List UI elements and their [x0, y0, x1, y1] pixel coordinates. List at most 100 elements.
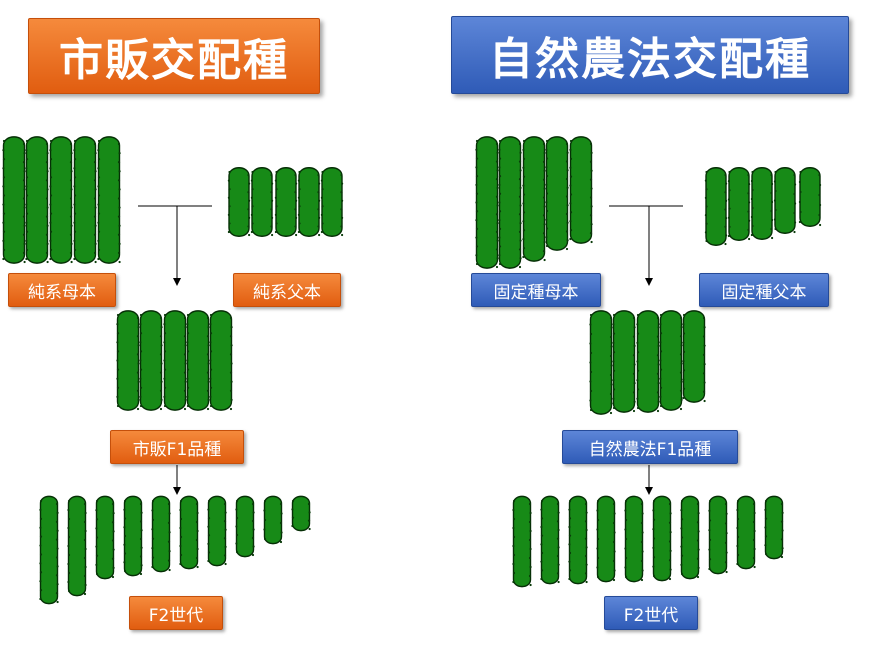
cucumber-spine — [584, 572, 588, 575]
cucumber-spine — [2, 230, 6, 233]
cross-connector-lines — [138, 205, 212, 495]
cucumber-spine — [697, 512, 700, 515]
cucumber-body — [596, 495, 616, 583]
cucumber-spine — [641, 531, 644, 534]
cucumber-spine — [151, 499, 155, 503]
cucumber-spine — [321, 205, 324, 208]
cucumber-spine — [207, 508, 210, 511]
cucumber-spine — [118, 260, 121, 264]
father-cucumber — [773, 167, 797, 234]
cucumber-spine — [168, 512, 171, 515]
cucumber-spine — [163, 341, 166, 344]
cucumber-spine — [512, 517, 516, 521]
cucumber-spine — [566, 151, 569, 154]
cucumber-spine — [97, 239, 100, 242]
cucumber-spine — [207, 534, 211, 537]
cucumber-spine — [636, 323, 639, 326]
cucumber-spine — [522, 175, 526, 178]
f1-cucumber — [209, 310, 233, 411]
cucumber-spine — [251, 519, 255, 523]
cucumber-spine — [819, 223, 822, 227]
cucumber-spine — [73, 176, 77, 179]
cucumber-spine — [25, 203, 28, 206]
cucumber-spine — [528, 502, 532, 506]
cucumber-spine — [252, 528, 255, 531]
cucumber-spine — [633, 400, 636, 403]
cucumber-spine — [708, 529, 711, 532]
cucumber-spine — [682, 369, 686, 372]
cucumber-spine — [95, 527, 98, 530]
cucumber-spine — [298, 205, 301, 208]
label-father-line: 純系父本 — [233, 273, 341, 307]
cucumber-spine — [116, 323, 119, 326]
cucumber-spine — [556, 520, 560, 523]
cucumber-spine — [39, 544, 42, 547]
cucumber-body — [139, 310, 163, 411]
cucumber-spine — [612, 379, 615, 382]
f2-cucumber — [540, 495, 560, 585]
cucumber-spine — [70, 242, 73, 245]
cucumber-spine — [612, 578, 616, 582]
f1-cucumber — [612, 310, 636, 413]
cucumber-spine — [263, 518, 267, 522]
cucumber-spine — [703, 344, 706, 347]
cucumber-spine — [545, 148, 548, 151]
cucumber-spine — [67, 544, 70, 548]
cucumber-spine — [307, 502, 311, 506]
f1-cucumber — [116, 310, 140, 411]
cucumber-spine — [612, 502, 616, 506]
cucumber-spine — [818, 213, 821, 217]
cucumber-spine — [39, 571, 43, 574]
cucumber-spine — [95, 499, 99, 503]
cucumber-spine — [764, 526, 767, 529]
cucumber-spine — [568, 551, 572, 555]
cucumber-spine — [229, 316, 233, 320]
cucumber-spine — [519, 204, 522, 207]
cucumber-spine — [696, 575, 700, 579]
cucumber-body — [39, 495, 59, 605]
cucumber-spine — [770, 209, 773, 213]
cucumber-spine — [117, 161, 121, 164]
cucumber-spine — [139, 313, 143, 317]
cucumber-spine — [186, 313, 190, 317]
cucumber-spine — [751, 188, 754, 192]
cucumber-spine — [186, 404, 190, 408]
cucumber-spine — [610, 364, 613, 367]
cucumber-spine — [747, 173, 750, 177]
cucumber-spine — [274, 213, 277, 216]
cucumber-spine — [167, 502, 171, 506]
cucumber-spine — [69, 251, 73, 255]
cucumber-spine — [753, 565, 756, 569]
cucumber-spine — [632, 335, 636, 338]
cucumber-spine — [73, 221, 76, 224]
cucumber-spine — [725, 532, 728, 535]
cucumber-spine — [84, 583, 87, 587]
cucumber-spine — [83, 538, 87, 542]
cucumber-spine — [764, 517, 768, 520]
cucumber-body — [636, 310, 660, 413]
cucumber-spine — [118, 151, 121, 155]
cucumber-spine — [70, 224, 73, 227]
cucumber-spine — [568, 560, 571, 563]
f2-cucumber — [764, 495, 784, 560]
cucumber-spine — [636, 313, 640, 317]
cucumber-spine — [556, 572, 560, 575]
cucumber-spine — [67, 517, 71, 521]
cucumber-spine — [633, 382, 636, 385]
cucumber-spine — [495, 265, 499, 269]
cucumber-spine — [39, 508, 42, 512]
cucumber-spine — [725, 182, 728, 185]
cucumber-spine — [708, 558, 712, 561]
cucumber-spine — [137, 380, 140, 383]
cucumber-spine — [55, 574, 59, 577]
cucumber-spine — [223, 554, 227, 557]
cucumber-spine — [641, 569, 644, 572]
cucumber-spine — [67, 526, 70, 530]
cucumber-spine — [609, 354, 613, 358]
cucumber-spine — [207, 525, 210, 528]
cucumber-spine — [94, 242, 97, 245]
cucumber-spine — [248, 216, 251, 219]
cucumber-spine — [184, 344, 187, 347]
cucumber-spine — [656, 391, 660, 394]
cucumber-spine — [49, 167, 52, 170]
